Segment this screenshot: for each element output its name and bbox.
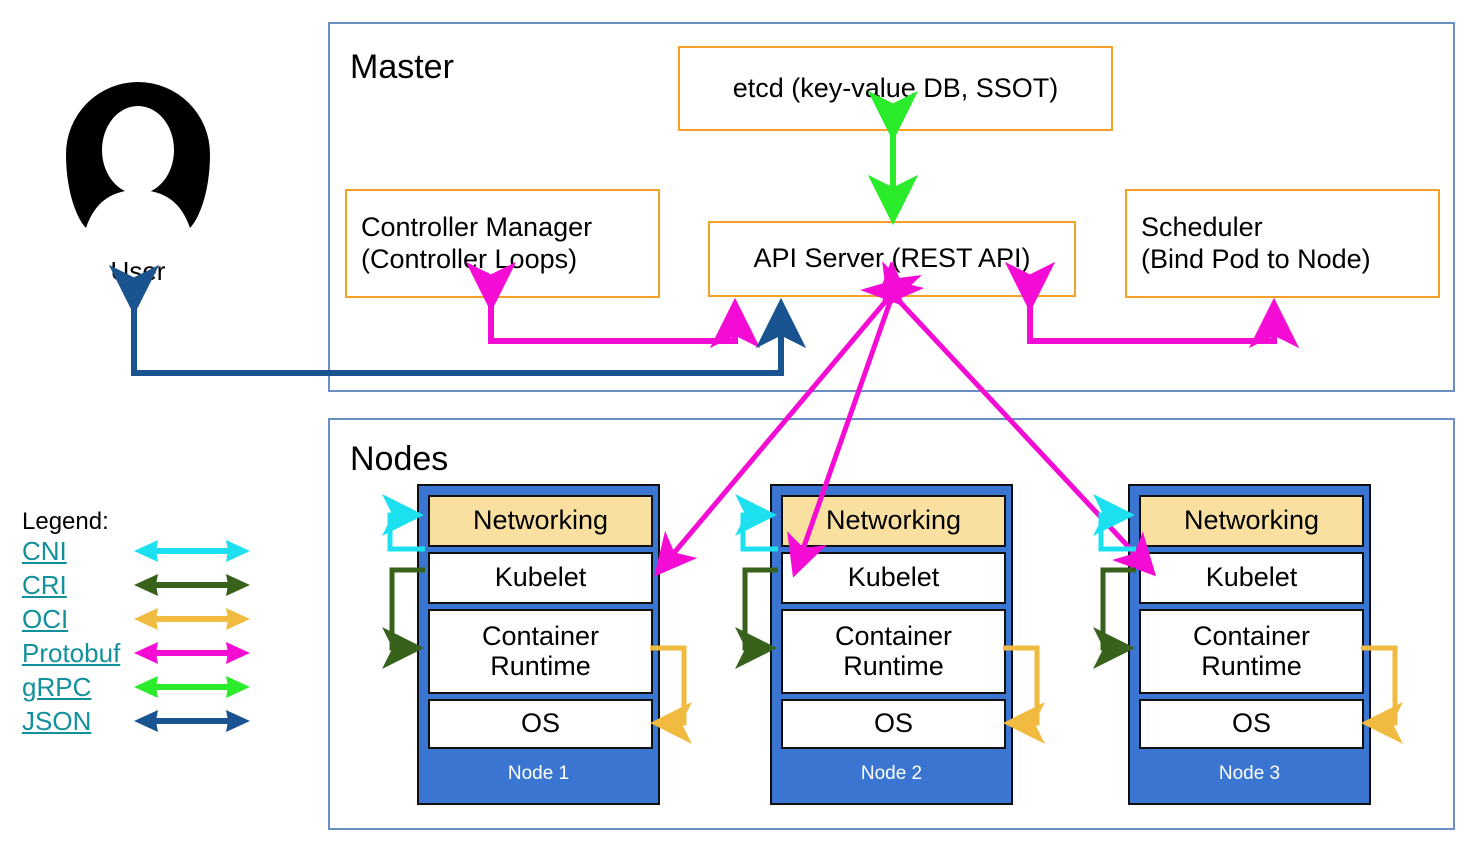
node-2-label: Node 2: [860, 763, 923, 784]
node-1-networking-box: Networking: [428, 495, 653, 547]
legend-row-protobuf: Protobuf: [22, 636, 252, 670]
legend-row-cni: CNI: [22, 534, 252, 568]
legend-arrow-grpc-icon: [134, 676, 250, 698]
legend-rows: CNI CRI OCI Protobuf gRPC JSON: [22, 534, 252, 738]
master-group-title: Master: [350, 48, 454, 86]
legend-link-oci[interactable]: OCI: [22, 604, 69, 634]
node-1-kubelet-box: Kubelet: [428, 552, 653, 604]
legend-row-grpc: gRPC: [22, 670, 252, 704]
node-2-os-box: OS: [781, 699, 1006, 749]
legend-arrow-protobuf-icon: [134, 642, 250, 664]
legend-arrow-oci-icon: [134, 608, 250, 630]
node-3-container-runtime-box: Container Runtime: [1139, 609, 1364, 694]
legend-link-grpc[interactable]: gRPC: [22, 672, 92, 702]
nodes-group-title: Nodes: [350, 440, 449, 478]
legend: Legend: CNI CRI OCI Protobuf gRPC JSON: [22, 510, 252, 738]
node-3-label: Node 3: [1218, 763, 1281, 784]
node-2-kubelet-box: Kubelet: [781, 552, 1006, 604]
legend-arrow-json-icon: [134, 710, 250, 732]
user-avatar-icon: [66, 82, 210, 228]
node-1-label: Node 1: [507, 763, 570, 784]
legend-title: Legend:: [22, 508, 109, 535]
controller-manager-box: Controller Manager (Controller Loops): [345, 189, 660, 298]
node-1-container-runtime-box: Container Runtime: [428, 609, 653, 694]
node-3-networking-box: Networking: [1139, 495, 1364, 547]
legend-link-protobuf[interactable]: Protobuf: [22, 638, 121, 668]
legend-row-cri: CRI: [22, 568, 252, 602]
node-3-kubelet-box: Kubelet: [1139, 552, 1364, 604]
node-1-os-box: OS: [428, 699, 653, 749]
legend-link-json[interactable]: JSON: [22, 706, 92, 736]
node-2-networking-box: Networking: [781, 495, 1006, 547]
legend-link-cni[interactable]: CNI: [22, 536, 67, 566]
legend-arrow-cni-icon: [134, 540, 250, 562]
api-server-box: API Server (REST API): [708, 221, 1076, 297]
scheduler-box: Scheduler (Bind Pod to Node): [1125, 189, 1440, 298]
legend-row-json: JSON: [22, 704, 252, 738]
legend-link-cri[interactable]: CRI: [22, 570, 67, 600]
legend-arrow-cri-icon: [134, 574, 250, 596]
etcd-box: etcd (key-value DB, SSOT): [678, 46, 1113, 131]
legend-row-oci: OCI: [22, 602, 252, 636]
user-label: User: [110, 256, 166, 286]
node-3-os-box: OS: [1139, 699, 1364, 749]
node-2-container-runtime-box: Container Runtime: [781, 609, 1006, 694]
